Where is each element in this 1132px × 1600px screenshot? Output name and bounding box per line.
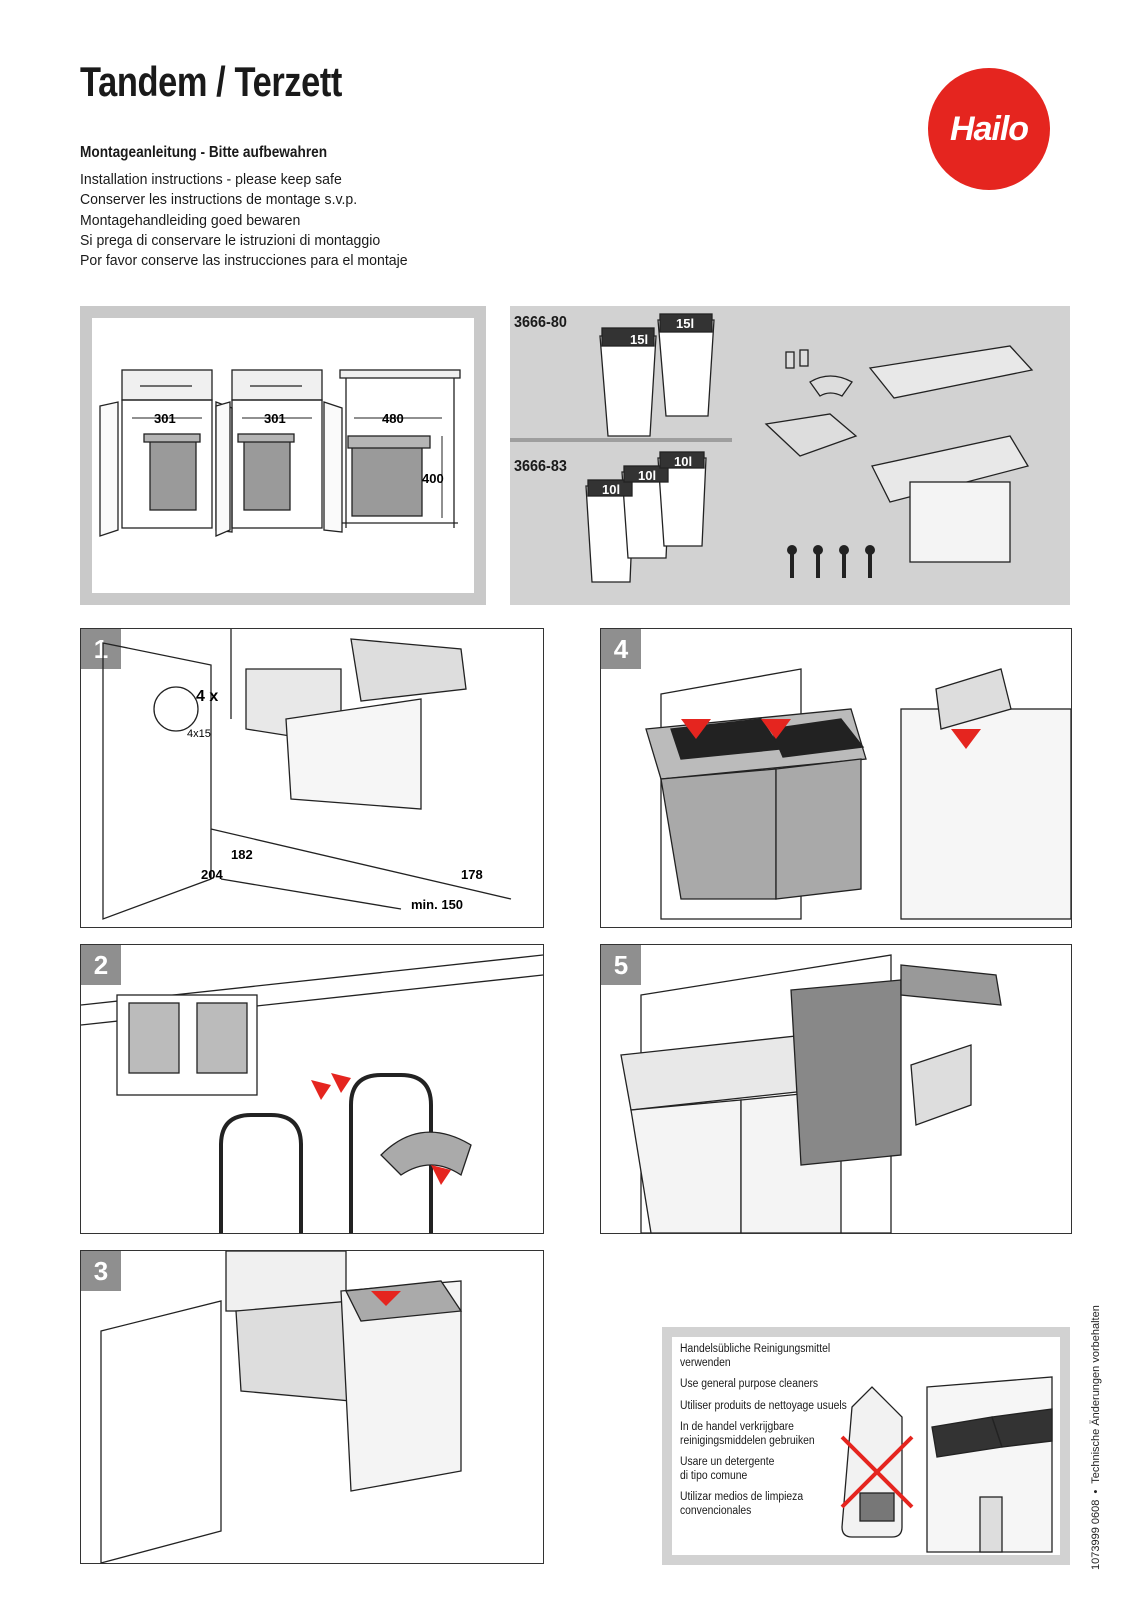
language-list: Installation instructions - please keep … bbox=[80, 170, 408, 271]
model-number-1: 3666-80 bbox=[514, 314, 567, 331]
cleaning-line-nl: In de handel verkrijgbare reinigingsmidd… bbox=[680, 1421, 815, 1447]
screw-count: 4 x bbox=[196, 688, 218, 705]
parts-panel: 3666-80 3666-83 bbox=[510, 306, 1070, 605]
bin-label-3: 10l bbox=[602, 482, 620, 497]
doc-number: 1073999 0608 bbox=[1090, 1499, 1102, 1570]
dim-204: 204 bbox=[201, 867, 223, 882]
step-number: 1 bbox=[81, 629, 121, 669]
cleaning-line-es: Utilizar medios de limpieza convencional… bbox=[680, 1491, 804, 1517]
cleaning-instructions: Handelsübliche Reinigungsmittel verwende… bbox=[680, 1343, 860, 1526]
step-1-illustration: 4 x 4x15 182 204 178 min. 150 bbox=[102, 629, 512, 920]
bin-label-1: 15l bbox=[630, 332, 648, 347]
cleaning-illustration bbox=[840, 1376, 1053, 1553]
cleaning-line-en: Use general purpose cleaners bbox=[680, 1378, 819, 1390]
step-3-panel: 3 bbox=[80, 1250, 544, 1564]
dim-depth: 480 bbox=[382, 411, 404, 426]
footer-bullet: • bbox=[1090, 1486, 1102, 1497]
step-3-illustration bbox=[100, 1251, 463, 1563]
dim-178: 178 bbox=[461, 867, 483, 882]
step-1-panel: 1 4 x 4x15 182 204 178 min. 150 bbox=[80, 628, 544, 928]
step-2-illustration bbox=[81, 954, 543, 1233]
cleaning-panel-inner: Handelsübliche Reinigungsmittel verwende… bbox=[672, 1337, 1060, 1555]
subtitle: Montageanleitung - Bitte aufbewahren bbox=[80, 144, 328, 161]
cleaning-panel: Handelsübliche Reinigungsmittel verwende… bbox=[662, 1327, 1070, 1565]
cleaning-line-fr: Utiliser produits de nettoyage usuels bbox=[680, 1399, 847, 1412]
step-number: 2 bbox=[81, 945, 121, 985]
dim-min-150: min. 150 bbox=[411, 897, 463, 912]
language-line-nl: Montagehandleiding goed bewaren bbox=[80, 211, 301, 229]
step-5-illustration bbox=[620, 954, 1002, 1233]
cleaning-line-de: Handelsübliche Reinigungsmittel verwende… bbox=[680, 1343, 831, 1369]
screw-size: 4x15 bbox=[187, 728, 211, 740]
step-2-panel: 2 bbox=[80, 944, 544, 1234]
language-line-fr: Conserver les instructions de montage s.… bbox=[80, 191, 358, 209]
footer-note: 1073999 0608 • Technische Änderungen vor… bbox=[1090, 1305, 1102, 1570]
hailo-logo: Hailo bbox=[928, 68, 1050, 190]
logo-text: Hailo bbox=[949, 109, 1029, 148]
language-line-es: Por favor conserve las instrucciones par… bbox=[80, 252, 408, 270]
dimensions-panel: 301 301 480 400 bbox=[80, 306, 486, 605]
dim-width-2: 301 bbox=[264, 411, 286, 426]
page-title: Tandem / Terzett bbox=[80, 58, 342, 105]
dimensions-drawing: 301 301 480 400 bbox=[92, 318, 474, 593]
step-5-panel: 5 bbox=[600, 944, 1072, 1234]
dim-182: 182 bbox=[231, 847, 253, 862]
model-number-2: 3666-83 bbox=[514, 458, 567, 475]
bin-label-2: 15l bbox=[676, 316, 694, 331]
language-line-it: Si prega di conservare le istruzioni di … bbox=[80, 231, 381, 249]
change-notice: Technische Änderungen vorbehalten bbox=[1090, 1305, 1102, 1484]
parts-drawing: 15l 15l 10l 10l 10l bbox=[585, 313, 1034, 583]
step-4-illustration bbox=[645, 668, 1071, 920]
cabinet-dimension-drawings: 301 301 480 400 bbox=[99, 369, 461, 537]
divider bbox=[510, 438, 732, 442]
dim-height: 400 bbox=[422, 471, 444, 486]
dim-width-1: 301 bbox=[154, 411, 176, 426]
step-4-panel: 4 bbox=[600, 628, 1072, 928]
step-number: 4 bbox=[601, 629, 641, 669]
step-number: 3 bbox=[81, 1251, 121, 1291]
step-number: 5 bbox=[601, 945, 641, 985]
bin-label-4: 10l bbox=[638, 468, 656, 483]
cleaning-line-it: Usare un detergente di tipo comune bbox=[680, 1456, 775, 1482]
bin-label-5: 10l bbox=[674, 454, 692, 469]
language-line-en: Installation instructions - please keep … bbox=[80, 171, 342, 188]
